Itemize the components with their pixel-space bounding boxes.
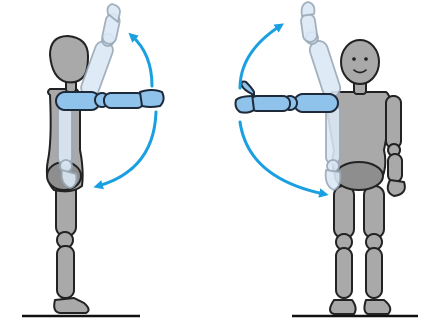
right-figure-ghost-arm-up — [300, 2, 342, 99]
left-arrow-raise — [132, 36, 152, 86]
left-arrow-lower — [98, 112, 156, 186]
right-figure-right-shin — [366, 248, 382, 298]
right-figure-pelvis — [335, 162, 383, 190]
left-figure-foot — [54, 298, 88, 313]
right-figure-head — [341, 40, 379, 84]
left-figure-shin — [57, 246, 74, 298]
right-arrow-raise — [240, 26, 280, 88]
thumbs-up-hand — [236, 82, 255, 113]
side-view-mannequin — [22, 4, 164, 316]
right-figure-left-shin — [336, 248, 352, 298]
right-figure-left-foot — [330, 300, 356, 314]
right-figure-right-foot — [364, 300, 390, 314]
right-figure-ghost-arm-down — [326, 104, 341, 190]
right-figure-right-thigh — [364, 186, 384, 238]
left-figure-arm-forward — [56, 90, 164, 110]
right-arrow-lower — [240, 122, 324, 194]
right-figure-hanging-arm — [386, 96, 405, 196]
front-view-mannequin — [236, 2, 419, 316]
left-figure-head — [50, 36, 88, 82]
right-figure-left-thigh — [334, 186, 354, 238]
